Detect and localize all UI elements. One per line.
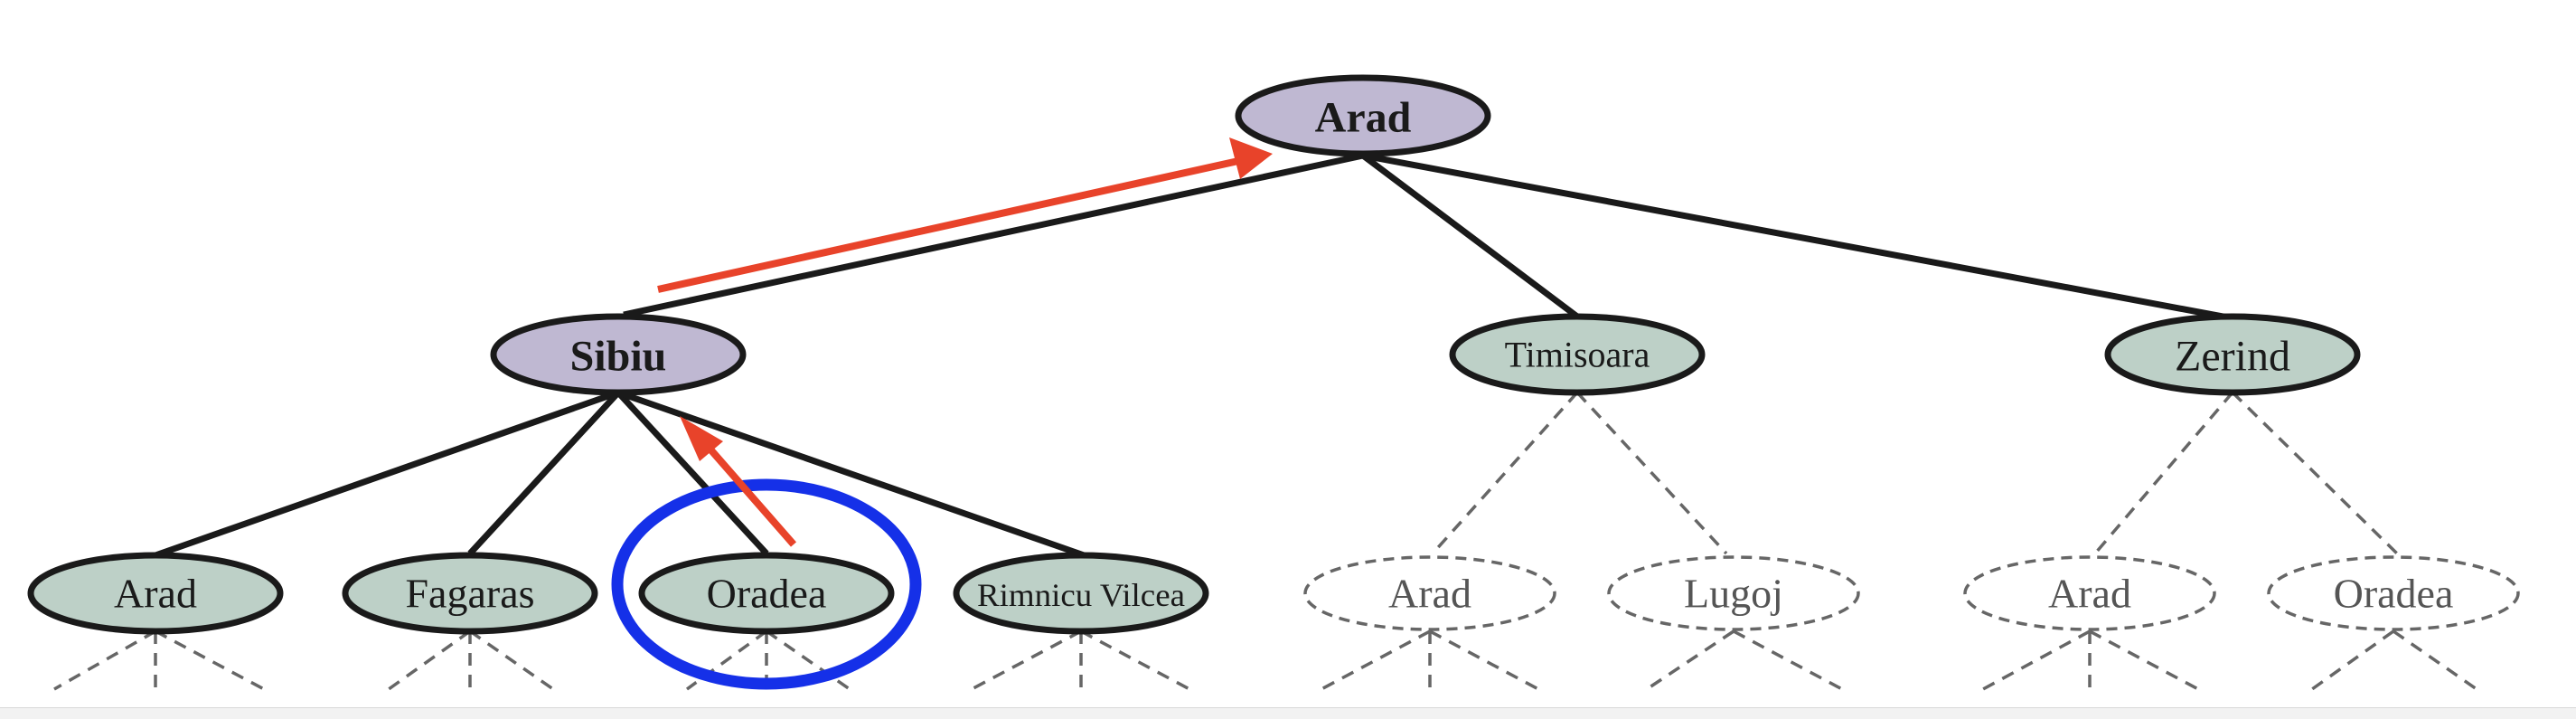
edge-arad-timisoara <box>1360 153 1580 319</box>
node-label: Sibiu <box>570 333 667 381</box>
arrowhead-icon <box>1229 137 1273 179</box>
node-fagaras: Fagaras <box>342 552 598 635</box>
edge-timisoara-arad <box>1431 391 1579 555</box>
node-timisoara-arad: Arad <box>1303 555 1556 631</box>
node-zerind-oradea: Oradea <box>2267 555 2520 631</box>
edge-sibiu-oradea <box>616 390 769 556</box>
node-label: Arad <box>2048 571 2131 617</box>
edge-arad-zerind <box>1362 152 2233 322</box>
bottom-edge-strip <box>0 707 2576 719</box>
node-label: Timisoara <box>1505 335 1650 375</box>
node-label: Arad <box>1388 571 1471 617</box>
node-zerind-arad: Arad <box>1963 555 2216 631</box>
node-rimnicu-vilcea: Rimnicu Vilcea <box>953 552 1209 635</box>
edge-zerind-oradea <box>2231 391 2399 555</box>
node-label: Oradea <box>2334 571 2454 617</box>
node-lugoj: Lugoj <box>1607 555 1860 631</box>
node-label: Oradea <box>707 571 827 617</box>
node-label: Fagaras <box>405 571 534 617</box>
arrow-sibiu-to-arad <box>657 157 1239 293</box>
leaf-stub-edges <box>53 629 2477 691</box>
edge-zerind-arad <box>2093 391 2234 555</box>
node-arad-root: Arad <box>1235 74 1491 157</box>
edge-arad-sibiu <box>623 152 1364 318</box>
edge-sibiu-rimnicu-vilcea <box>616 389 1091 561</box>
node-label: Arad <box>1315 94 1412 142</box>
arrow-oradea-to-sibiu <box>701 440 797 547</box>
node-label: Rimnicu Vilcea <box>977 577 1185 613</box>
node-sibiu: Sibiu <box>490 313 747 396</box>
edge-sibiu-arad <box>154 389 620 559</box>
node-label: Arad <box>114 571 197 617</box>
node-timisoara: Timisoara <box>1449 313 1706 396</box>
unexplored-edges <box>53 391 2477 691</box>
node-oradea: Oradea <box>638 552 895 635</box>
node-label: Zerind <box>2175 333 2290 381</box>
node-sibiu-arad: Arad <box>27 552 284 635</box>
node-zerind: Zerind <box>2104 313 2361 396</box>
edge-sibiu-fagaras <box>467 390 621 556</box>
node-label: Lugoj <box>1684 571 1783 617</box>
tree-edges <box>154 152 2233 561</box>
edge-timisoara-lugoj <box>1575 391 1728 555</box>
highlight-circle <box>611 478 922 690</box>
arrowhead-icon <box>680 416 723 461</box>
backtrack-arrows <box>657 137 1273 547</box>
